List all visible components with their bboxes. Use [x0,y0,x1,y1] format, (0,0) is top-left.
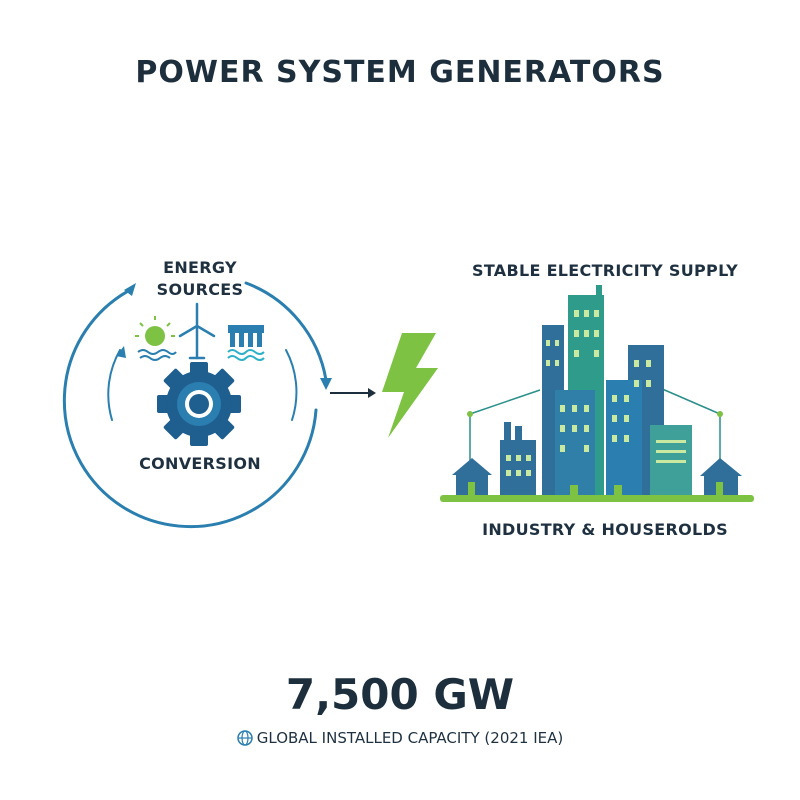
city-skyline-icon [440,285,754,502]
page-title: POWER SYSTEM GENERATORS [135,55,665,90]
arrowhead-top [124,283,136,296]
flow-arrow [330,388,376,398]
arrowhead-right [320,378,332,390]
capacity-caption-text: GLOBAL INSTALLED CAPACITY (2021 IEA) [256,729,564,747]
capacity-caption: GLOBAL INSTALLED CAPACITY (2021 IEA) [0,729,800,750]
supply-label: STABLE ELECTRICITY SUPPLY [472,261,738,280]
conversion-label: CONVERSION [139,454,261,473]
energy-sources-label: ENERGY SOURCES [120,257,280,301]
cycle-arrows [62,281,328,529]
industry-label: INDUSTRY & HOUSEROLDS [482,520,728,539]
sun-icon [135,316,177,361]
wind-turbine-icon [178,302,216,360]
gear-icon [157,362,241,446]
globe-icon [237,730,253,750]
capacity-value: 7,500 GW [285,670,515,719]
hydro-dam-icon [227,325,265,361]
house-icon [452,458,492,495]
arrowhead-inner [116,346,126,358]
energy-sources-line1: ENERGY [163,258,237,277]
house-icon [700,458,742,495]
energy-sources-line2: SOURCES [156,280,244,299]
lightning-bolt-icon [382,333,438,438]
